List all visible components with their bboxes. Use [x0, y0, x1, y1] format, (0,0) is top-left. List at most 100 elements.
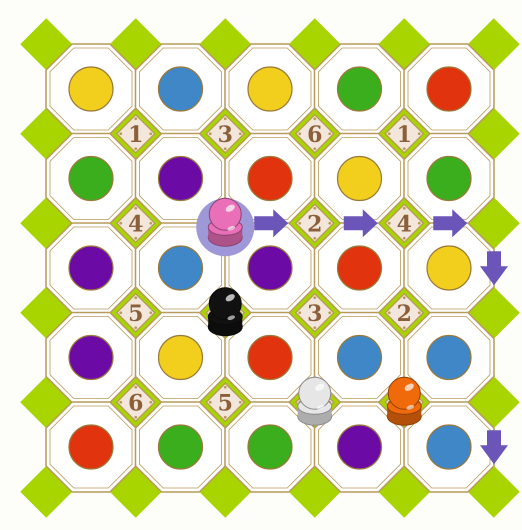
junction-number: 2 — [397, 301, 412, 327]
green-dot — [69, 157, 113, 201]
junction-dot — [328, 132, 331, 135]
black-pawn[interactable] — [208, 288, 242, 336]
green-dot — [159, 425, 203, 469]
junction-dot — [149, 222, 152, 225]
red-dot — [69, 425, 113, 469]
blue-dot — [159, 246, 203, 290]
junction-number: 3 — [218, 122, 233, 148]
board-cell[interactable] — [46, 402, 136, 492]
pink-pawn[interactable] — [196, 198, 254, 256]
junction-dot — [209, 132, 212, 135]
junction-dot — [134, 117, 137, 120]
junction-dot — [298, 222, 301, 225]
junction-number: 6 — [307, 122, 322, 148]
junction-dot — [149, 311, 152, 314]
pawn-head — [209, 288, 241, 320]
junction-dot — [328, 311, 331, 314]
junction-dot — [313, 237, 316, 240]
red-dot — [248, 336, 292, 380]
board-cell[interactable] — [315, 223, 405, 313]
junction-dot — [313, 296, 316, 299]
junction-dot — [134, 147, 137, 150]
board-cell[interactable] — [315, 134, 405, 224]
blue-dot — [427, 336, 471, 380]
junction-dot — [119, 132, 122, 135]
junction-dot — [134, 326, 137, 329]
junction-dot — [224, 117, 227, 120]
board-cell[interactable] — [404, 223, 494, 313]
junction-dot — [224, 386, 227, 389]
yellow-dot — [427, 246, 471, 290]
board-cell[interactable] — [46, 134, 136, 224]
junction-dot — [224, 147, 227, 150]
junction-dot — [403, 117, 406, 120]
pawn-head — [299, 377, 331, 409]
junction-dot — [134, 237, 137, 240]
board-cell[interactable] — [136, 44, 226, 134]
junction-dot — [134, 296, 137, 299]
board-cell[interactable] — [46, 313, 136, 403]
junction-dot — [239, 401, 242, 404]
purple-dot — [69, 336, 113, 380]
junction-number: 5 — [128, 301, 143, 327]
junction-dot — [388, 132, 391, 135]
board-cell[interactable] — [404, 134, 494, 224]
junction-dot — [403, 237, 406, 240]
junction-dot — [134, 416, 137, 419]
junction-dot — [149, 132, 152, 135]
blue-dot — [159, 67, 203, 111]
board-cell[interactable] — [136, 402, 226, 492]
green-dot — [427, 157, 471, 201]
junction-number: 1 — [128, 122, 143, 148]
board-cell[interactable] — [46, 44, 136, 134]
junction-dot — [403, 207, 406, 210]
orange-pawn[interactable] — [387, 377, 421, 425]
junction-dot — [134, 207, 137, 210]
junction-dot — [418, 222, 421, 225]
junction-number: 3 — [307, 301, 322, 327]
junction-dot — [209, 401, 212, 404]
board-cell[interactable] — [225, 44, 315, 134]
board-cell[interactable] — [315, 44, 405, 134]
white-pawn[interactable] — [298, 377, 332, 425]
junction-number: 4 — [397, 211, 412, 237]
yellow-dot — [159, 336, 203, 380]
purple-dot — [248, 246, 292, 290]
junction-dot — [313, 147, 316, 150]
board-cell[interactable] — [404, 44, 494, 134]
junction-dot — [224, 416, 227, 419]
junction-dot — [388, 311, 391, 314]
purple-dot — [69, 246, 113, 290]
junction-number: 5 — [218, 390, 233, 416]
junction-dot — [388, 222, 391, 225]
purple-dot — [159, 157, 203, 201]
board-cells — [46, 44, 494, 492]
junction-dot — [134, 386, 137, 389]
red-dot — [248, 157, 292, 201]
junction-dot — [298, 132, 301, 135]
red-dot — [338, 246, 382, 290]
junction-dot — [403, 296, 406, 299]
junction-dot — [298, 311, 301, 314]
junction-dot — [119, 222, 122, 225]
junction-dot — [149, 401, 152, 404]
junction-dot — [418, 132, 421, 135]
green-dot — [248, 425, 292, 469]
junction-number: 2 — [307, 211, 322, 237]
junction-dot — [313, 117, 316, 120]
junction-number: 1 — [397, 122, 412, 148]
yellow-dot — [338, 157, 382, 201]
junction-dot — [403, 326, 406, 329]
junction-dot — [418, 311, 421, 314]
board-cell[interactable] — [46, 223, 136, 313]
junction-dot — [403, 147, 406, 150]
blue-dot — [338, 336, 382, 380]
junction-number: 6 — [128, 390, 143, 416]
junction-dot — [313, 326, 316, 329]
junction-dot — [119, 311, 122, 314]
pawn-head — [388, 377, 420, 409]
blue-dot — [427, 425, 471, 469]
junction-dot — [119, 401, 122, 404]
